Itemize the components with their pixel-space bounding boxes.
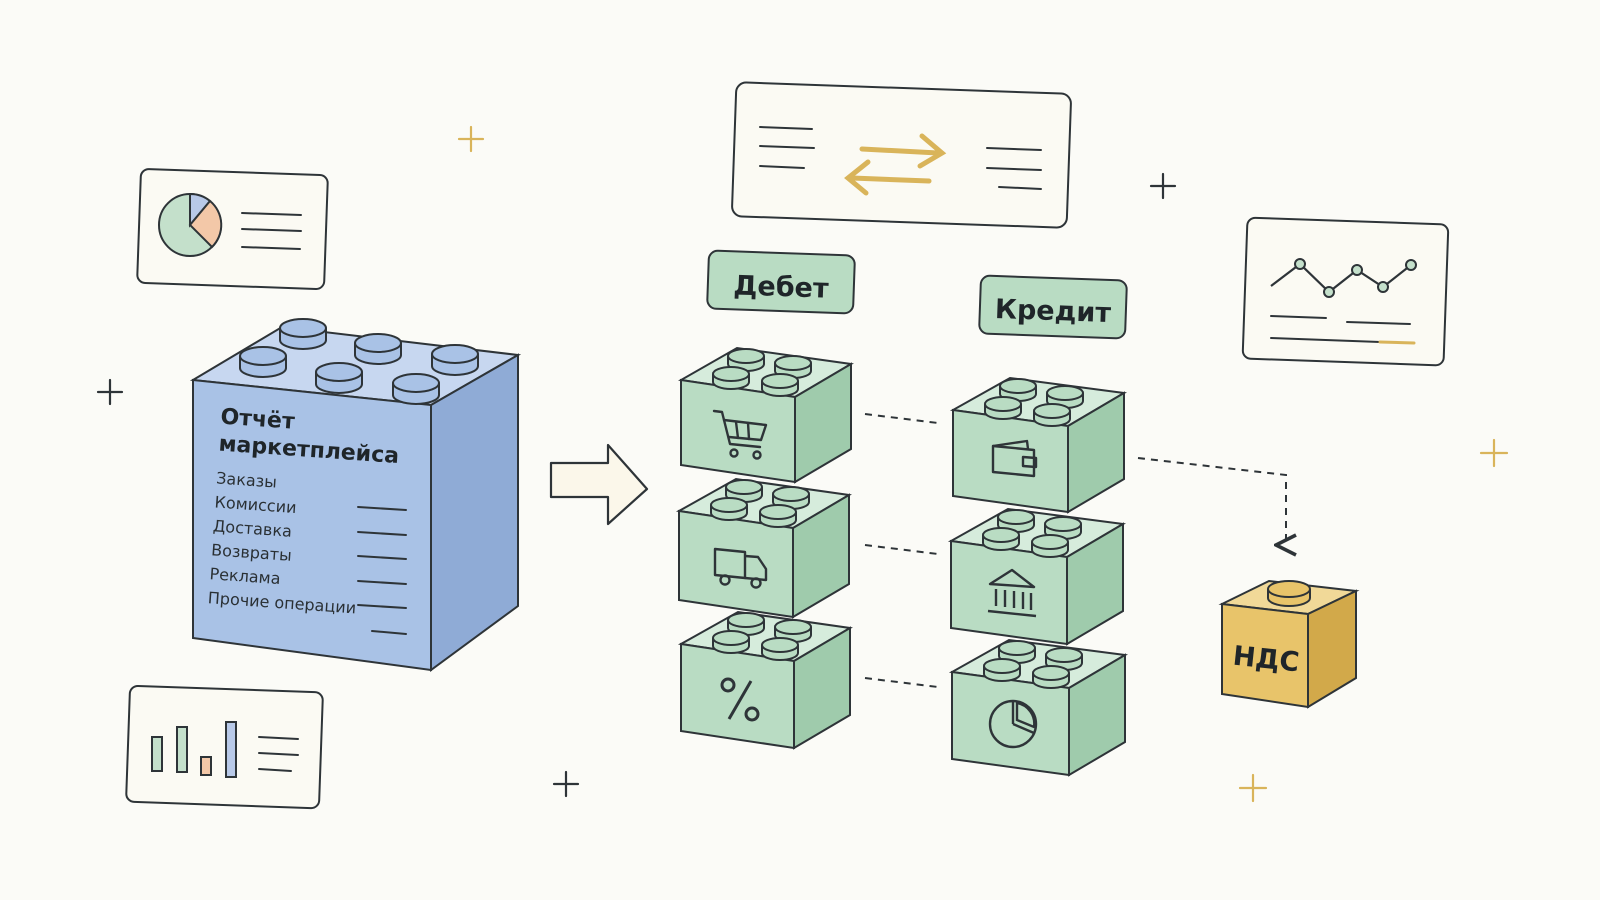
credit-block-bank [947, 507, 1127, 646]
debit-block-delivery [675, 477, 852, 619]
text-lines-icon [759, 126, 815, 169]
report-row-advertising: Реклама [209, 564, 281, 588]
block-studs [239, 318, 479, 405]
sparkle-decorations [96, 125, 1509, 803]
flow-arrow-icon [549, 443, 649, 526]
sparkle-icon [457, 125, 485, 153]
exchange-card [731, 81, 1072, 229]
credit-label-text: Кредит [994, 294, 1111, 329]
percent-icon [720, 677, 760, 722]
debit-label: Дебет [706, 249, 856, 315]
marketplace-report-block: Отчёт маркетплейса Заказы Комиссии Доста… [189, 318, 522, 672]
credit-column [947, 376, 1129, 777]
debit-block-orders [677, 346, 854, 484]
report-value-lines [357, 506, 407, 635]
sparkle-icon [1479, 438, 1509, 468]
shopping-cart-icon [712, 409, 768, 460]
debit-block-percent [677, 610, 853, 750]
sparkle-icon [1238, 773, 1268, 803]
vat-label-text: НДС [1231, 641, 1300, 679]
pie-summary-card [136, 168, 329, 290]
sparkle-icon [1149, 172, 1177, 200]
pie-chart-icon [988, 699, 1038, 749]
text-lines-icon [258, 736, 299, 772]
sparkle-icon [96, 378, 124, 406]
text-lines-icon [1270, 315, 1416, 345]
line-chart-icon [1270, 258, 1417, 298]
report-title-line1: Отчёт [220, 405, 296, 435]
trend-card [1241, 216, 1450, 367]
debit-label-text: Дебет [733, 270, 830, 304]
bar-summary-card [125, 684, 324, 810]
credit-block-reports [948, 638, 1129, 777]
debit-credit-connectors [864, 413, 939, 688]
credit-label: Кредит [978, 274, 1128, 340]
delivery-truck-icon [713, 547, 768, 589]
exchange-arrows-icon [844, 133, 947, 196]
bar-chart-icon [151, 721, 237, 778]
wallet-icon [991, 439, 1038, 478]
sparkle-icon [552, 770, 580, 798]
pie-chart-icon [158, 192, 223, 257]
text-lines-icon [241, 212, 302, 250]
bank-building-icon [987, 568, 1037, 618]
debit-column [675, 346, 854, 750]
vat-block: НДС [1218, 579, 1360, 709]
report-row-orders: Заказы [216, 468, 278, 491]
credit-block-payments [949, 376, 1128, 514]
vat-connector-arrow [1137, 457, 1286, 545]
text-lines-icon [986, 147, 1042, 190]
